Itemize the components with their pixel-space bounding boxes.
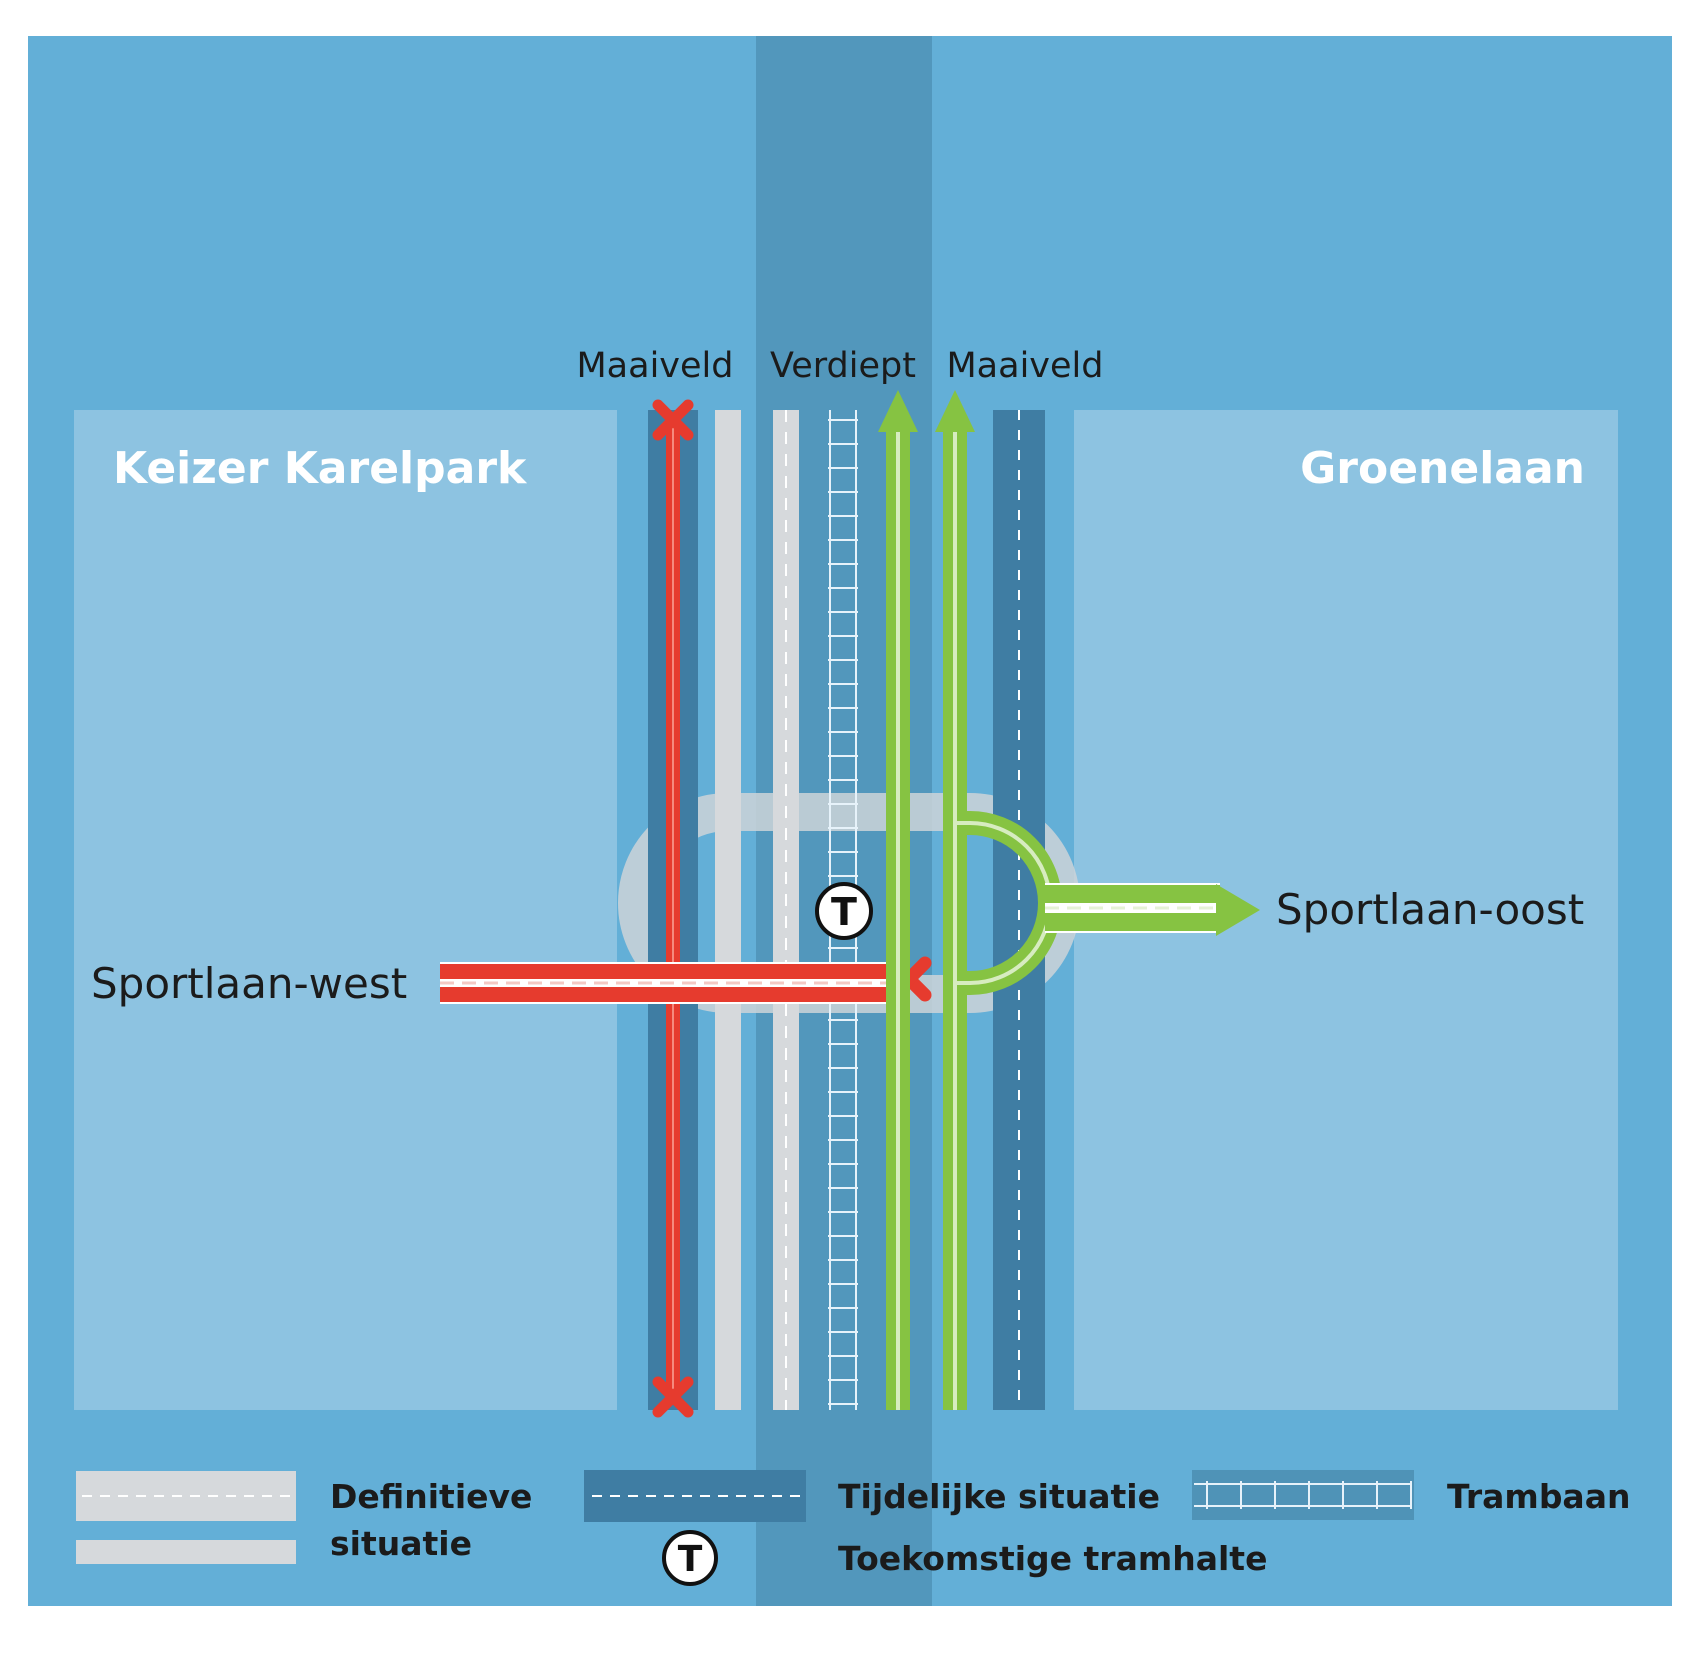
level-label-right: Maaiveld xyxy=(946,346,1103,386)
level-label-center: Verdiept xyxy=(770,346,916,386)
tram-stop-icon: T xyxy=(815,882,873,940)
tram-stop-icon: T xyxy=(662,1530,718,1586)
tram-stop-symbol: T xyxy=(831,890,857,934)
definitive-road-west xyxy=(715,410,741,1410)
open-route-sportlaan-oost xyxy=(1045,883,1220,933)
legend-definitive-label-1: Definitieve xyxy=(330,1477,532,1516)
road-label-west: Sportlaan-west xyxy=(91,959,407,1008)
road-label-east: Sportlaan-oost xyxy=(1276,885,1584,934)
green-arrow-icon xyxy=(935,390,975,432)
definitive-road-deep xyxy=(773,410,799,1410)
green-arrow-icon xyxy=(878,390,918,432)
level-label-left: Maaiveld xyxy=(576,346,733,386)
legend-tram-swatch xyxy=(1192,1470,1414,1520)
legend-future-stop-label: Toekomstige tramhalte xyxy=(838,1539,1267,1578)
green-arrow-icon xyxy=(1216,884,1260,936)
red-x-icon xyxy=(652,1376,694,1418)
legend-definitive-label-2: situatie xyxy=(330,1524,472,1563)
legend-temporary-label: Tijdelijke situatie xyxy=(838,1477,1160,1516)
legend-definitive-swatch xyxy=(76,1471,296,1564)
panel-west xyxy=(74,410,617,1410)
area-label-west: Keizer Karelpark xyxy=(113,443,528,494)
red-x-icon xyxy=(652,399,694,441)
legend-tram-label: Trambaan xyxy=(1447,1477,1630,1516)
legend-temporary-swatch xyxy=(584,1470,806,1522)
closed-route-sportlaan-west xyxy=(440,962,910,1004)
legend: Definitieve situatie Tijdelijke situatie… xyxy=(76,1470,1630,1586)
area-label-east: Groenelaan xyxy=(1300,443,1585,494)
legend-stop-symbol: T xyxy=(678,1539,703,1580)
